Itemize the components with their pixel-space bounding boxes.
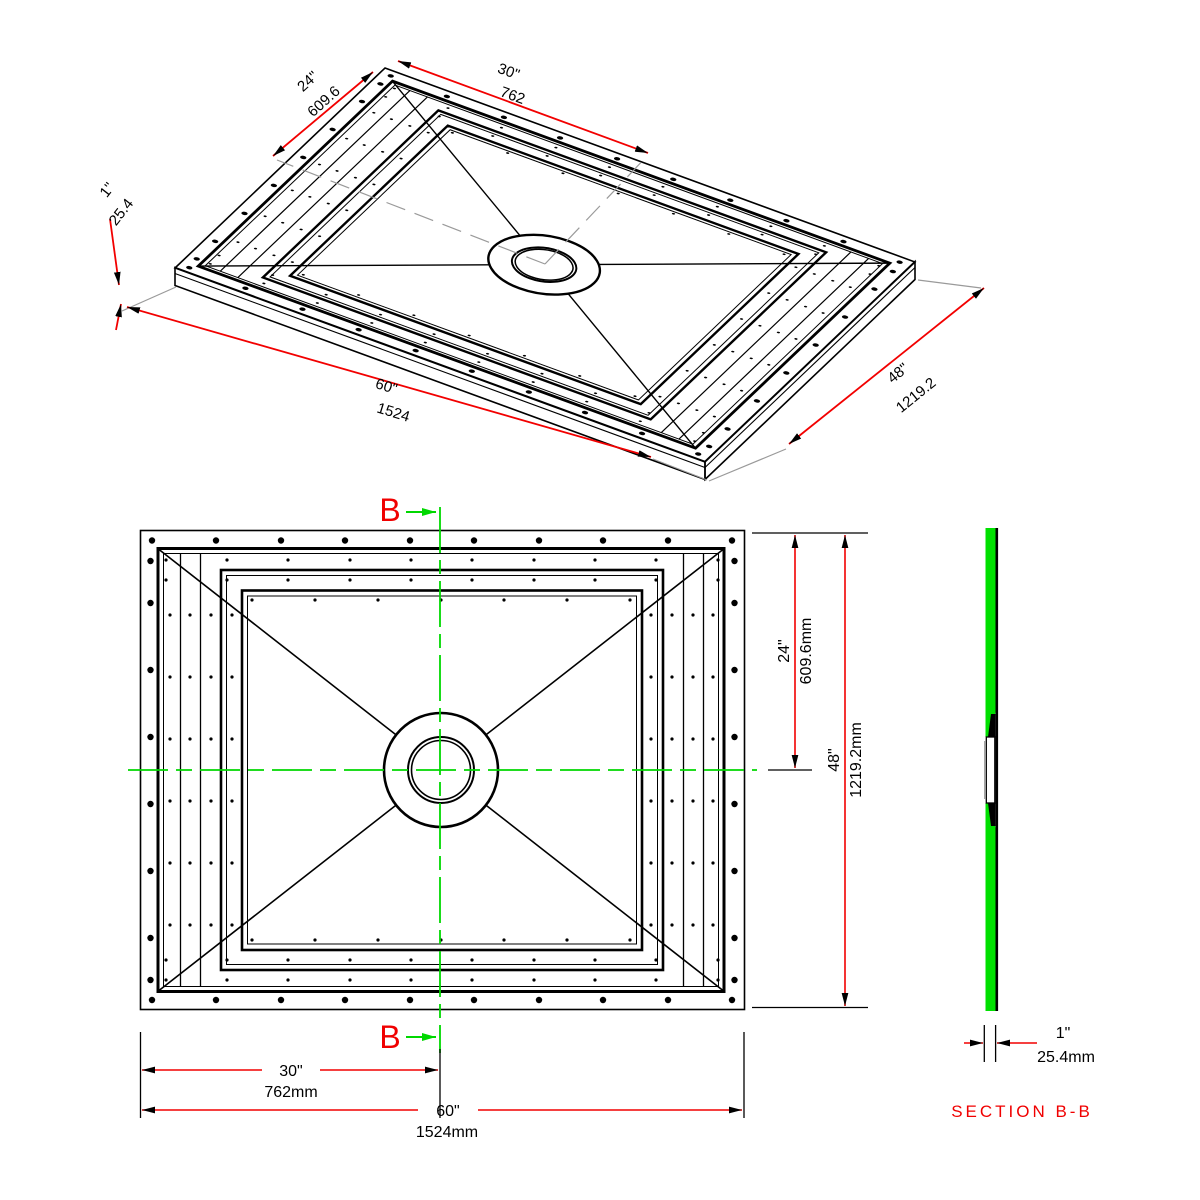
plan-dim-60in-metric: 1524mm [416,1124,478,1141]
iso-dim-30in-metric: 762 [498,84,527,109]
iso-drain-outer-circle [469,223,619,307]
iso-dim-24in-line [272,71,374,157]
iso-pan-top-surface [175,68,915,462]
plan-dim-24in-metric: 609.6mm [798,618,815,685]
iso-dim-60in-metric: 1524 [375,400,412,426]
iso-slope-diagonals [200,82,889,447]
plan-dim-30in-metric: 762mm [264,1084,317,1101]
plan-centerlines [128,507,757,1053]
plan-dim-30in-imperial: 30" [279,1063,302,1080]
plan-dim-60in-imperial: 60" [436,1103,459,1120]
section-pan-profile [984,528,999,1011]
plan-right-dimensions: 24" 609.6mm 48" 1219.2mm [752,532,868,1009]
iso-dim-1in-imperial: 1" [97,180,119,201]
plan-dim-48in-imperial: 48" [826,748,843,771]
section-drain-hub [985,736,996,804]
iso-dim-24in-imperial: 24" [294,68,322,95]
section-membrane-lower [985,828,996,1011]
section-membrane-upper [985,528,996,712]
isometric-view: 30" 762 24" 609.6 1" 25.4 60" 1524 48" 1… [97,60,985,482]
plan-view: B B 24" 609.6mm 48" 1219.2mm 30" 762mm 6… [128,492,868,1141]
section-view: 1" 25.4mm SECTION B-B [951,528,1095,1121]
cut-letter-bottom: B [379,1019,400,1055]
iso-dim-1in-line-upper [109,218,121,286]
iso-dim-60in-imperial: 60" [373,375,399,398]
plan-slope-diagonals [158,548,724,992]
section-dim-1in-metric: 25.4mm [1037,1049,1095,1066]
iso-dimensions: 30" 762 24" 609.6 1" 25.4 60" 1524 48" 1… [97,60,985,458]
plan-dim-48in-metric: 1219.2mm [848,722,865,798]
iso-drain-ring [501,240,587,288]
iso-dim-30in-line [397,60,649,154]
section-title: SECTION B-B [951,1102,1093,1121]
section-dim-1in-imperial: 1" [1056,1025,1071,1042]
iso-extension-lines [121,154,982,482]
cut-letter-top: B [379,492,400,528]
iso-dim-1in-line-lower [115,303,122,331]
section-dimension: 1" 25.4mm [964,1025,1095,1066]
iso-dim-30in-imperial: 30" [495,60,522,84]
plan-bottom-dimensions: 30" 762mm 60" 1524mm [139,1032,745,1141]
plan-bolt-holes [147,537,738,1004]
iso-dim-48in-line [788,287,985,445]
iso-dim-60in-line [126,306,652,458]
plan-dim-24in-imperial: 24" [776,639,793,662]
